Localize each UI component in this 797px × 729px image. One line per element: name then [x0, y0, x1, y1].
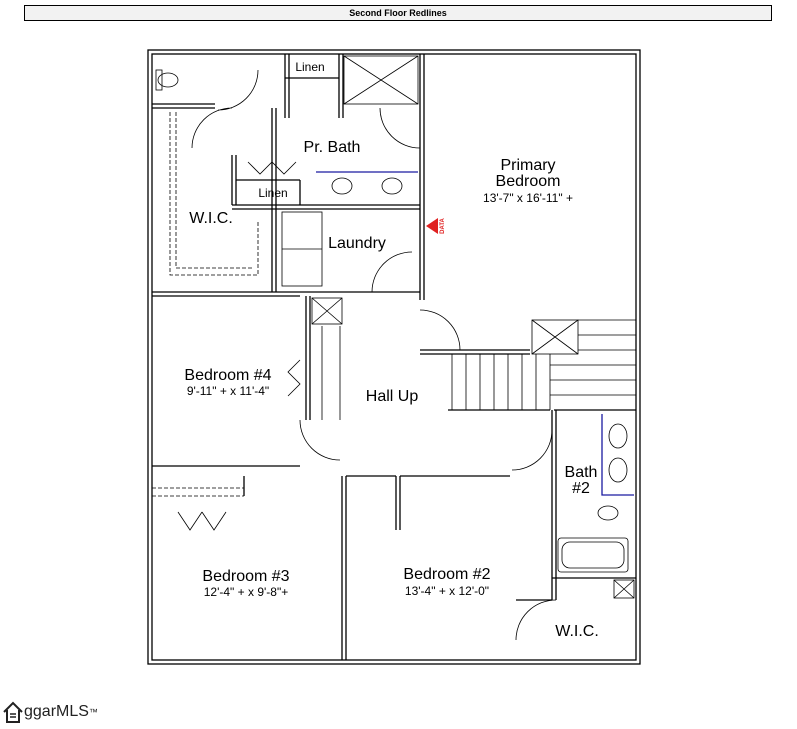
- room-primary-bedroom-1: Primary: [500, 157, 555, 174]
- room-bedroom3: Bedroom #3: [202, 568, 289, 585]
- bedroom2-dims: 13'-4" + x 12'-0": [405, 584, 489, 598]
- room-bedroom2: Bedroom #2: [403, 566, 490, 583]
- room-bath2-2: #2: [572, 480, 590, 497]
- room-bedroom4: Bedroom #4: [184, 367, 271, 384]
- room-primary-bedroom-2: Bedroom: [496, 173, 561, 190]
- bedroom4-dims: 9'-11" + x 11'-4": [187, 384, 269, 398]
- room-linen-top: Linen: [295, 60, 324, 74]
- room-hall: Hall Up: [366, 388, 419, 405]
- primary-bedroom-dims: 13'-7" x 16'-11" +: [483, 191, 573, 205]
- room-pr-bath: Pr. Bath: [304, 139, 361, 156]
- room-linen-bottom: Linen: [258, 186, 287, 200]
- logo-tm: ™: [88, 707, 98, 717]
- room-wic-primary: W.I.C.: [189, 210, 233, 227]
- data-marker-icon: [426, 218, 438, 234]
- page-title: Second Floor Redlines: [24, 5, 772, 21]
- house-icon: [3, 701, 23, 723]
- walls: [147, 49, 641, 665]
- data-marker-label: DATA: [440, 217, 446, 233]
- room-laundry: Laundry: [328, 235, 386, 252]
- bedroom3-dims: 12'-4" + x 9'-8"+: [204, 585, 288, 599]
- room-wic-bed2: W.I.C.: [555, 623, 599, 640]
- room-bath2-1: Bath: [565, 464, 598, 481]
- logo-text: ggarMLS: [24, 703, 89, 720]
